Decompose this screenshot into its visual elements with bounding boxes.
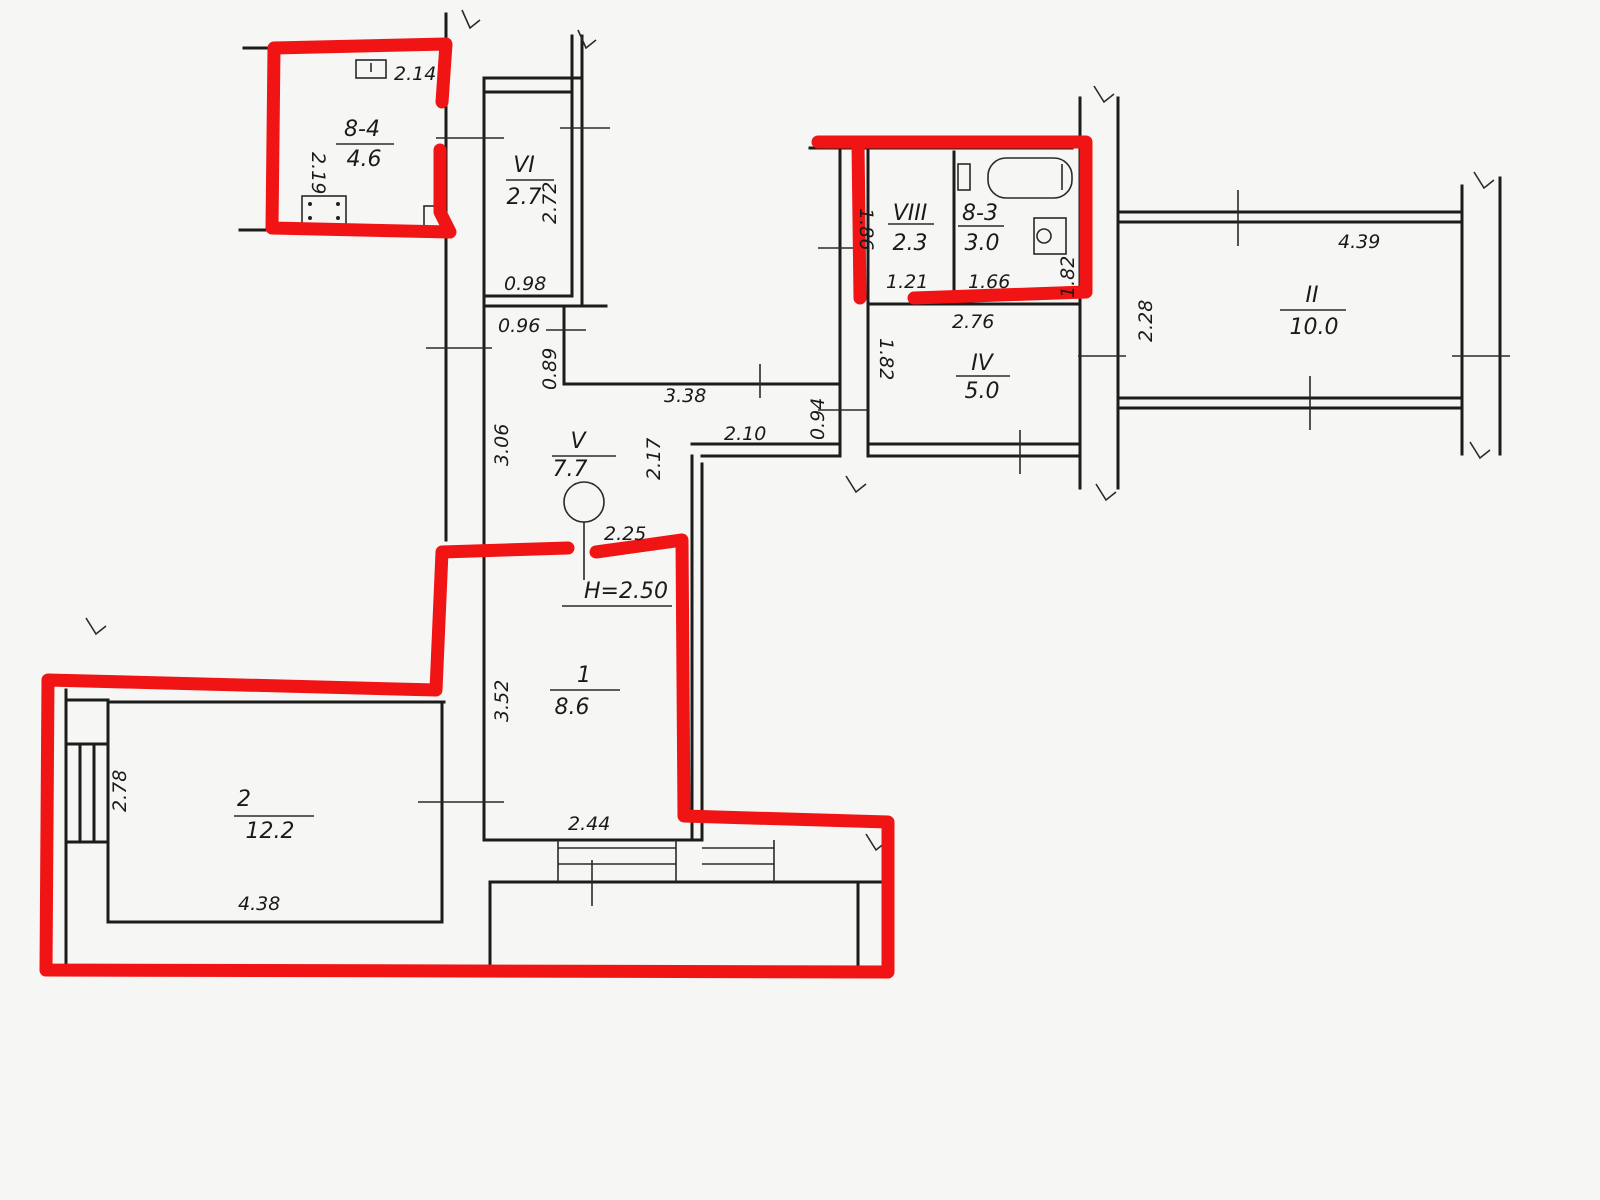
room-area: 3.0 bbox=[965, 231, 1000, 256]
dimension-label: 2.28 bbox=[1135, 300, 1157, 342]
room-2: 2 12.2 bbox=[234, 787, 314, 844]
room-area: 2.7 bbox=[507, 185, 542, 210]
dimension-label: 4.38 bbox=[238, 893, 280, 915]
ceiling-height: H=2.50 bbox=[562, 579, 672, 607]
highlight-wet-block bbox=[811, 135, 1093, 305]
dimension-label: 1.86 bbox=[855, 208, 877, 250]
dimension-label: 3.52 bbox=[491, 680, 513, 722]
room-number: 2 bbox=[237, 787, 251, 812]
dimension-label: 0.96 bbox=[498, 315, 540, 337]
dimension-label: 2.17 bbox=[643, 438, 665, 480]
dimension-label: 0.94 bbox=[807, 398, 829, 440]
dimension-label: 1.21 bbox=[886, 271, 928, 293]
room-number: II bbox=[1306, 283, 1319, 308]
room-number: VI bbox=[513, 153, 535, 178]
dimension-label: 0.98 bbox=[504, 273, 546, 295]
room-area: 10.0 bbox=[1290, 315, 1339, 340]
dimension-label: 2.72 bbox=[539, 182, 561, 224]
dimension-label: 2.78 bbox=[109, 770, 131, 812]
dimension-label: 2.44 bbox=[568, 813, 610, 835]
bathtub-icon bbox=[987, 157, 1073, 199]
room-area: 2.3 bbox=[893, 231, 928, 256]
room-number: VIII bbox=[893, 201, 928, 226]
room-8-3: 8-3 3.0 bbox=[958, 201, 1004, 256]
dimension-label: 2.25 bbox=[604, 523, 646, 545]
room-labels: 8-4 4.6 VI 2.7 VIII 2.3 8-3 3.0 II 10.0 … bbox=[234, 117, 1346, 844]
room-number: 8-4 bbox=[344, 117, 380, 142]
dimension-label: 3.38 bbox=[664, 385, 706, 407]
room-area: 7.7 bbox=[553, 457, 588, 482]
room-area: 4.6 bbox=[347, 147, 382, 172]
room-1: 1 8.6 bbox=[550, 663, 620, 720]
fixtures bbox=[301, 59, 1073, 580]
dimension-label: 2.10 bbox=[724, 423, 766, 445]
room-number: 1 bbox=[577, 663, 591, 688]
highlight-room-8-4 bbox=[265, 37, 457, 239]
sink-icon bbox=[355, 59, 387, 79]
room-II: II 10.0 bbox=[1280, 283, 1346, 340]
dimension-label: 2.14 bbox=[394, 63, 436, 85]
room-area: 12.2 bbox=[246, 819, 295, 844]
dimension-label: 3.06 bbox=[491, 424, 513, 466]
dimension-label: 2.76 bbox=[952, 311, 994, 333]
stove-icon bbox=[301, 195, 347, 227]
room-V: V 7.7 bbox=[552, 429, 616, 482]
openings bbox=[85, 9, 1510, 906]
room-number: V bbox=[570, 429, 587, 454]
highlight-rooms-1-2 bbox=[39, 533, 895, 979]
dimension-label: 2.19 bbox=[307, 152, 329, 194]
dimension-labels: 2.14 2.19 2.72 0.98 0.96 0.89 3.38 3.06 … bbox=[109, 63, 1380, 915]
highlight-outlines bbox=[39, 37, 1093, 979]
column-icon bbox=[563, 481, 605, 523]
room-area: 8.6 bbox=[555, 695, 590, 720]
room-area: 5.0 bbox=[965, 379, 1000, 404]
dimension-label: 0.89 bbox=[539, 348, 561, 390]
room-IV: IV 5.0 bbox=[956, 351, 1010, 404]
room-number: IV bbox=[971, 351, 994, 376]
room-VI: VI 2.7 bbox=[506, 153, 554, 210]
ceiling-height-label: H=2.50 bbox=[584, 579, 668, 604]
dimension-label: 1.82 bbox=[875, 338, 897, 380]
room-8-4: 8-4 4.6 bbox=[336, 117, 394, 172]
toilet-icon bbox=[1033, 217, 1067, 255]
dimension-label: 1.82 bbox=[1057, 256, 1079, 298]
room-number: 8-3 bbox=[962, 201, 998, 226]
dimension-label: 1.66 bbox=[968, 271, 1010, 293]
room-VIII: VIII 2.3 bbox=[888, 201, 934, 256]
dimension-label: 4.39 bbox=[1338, 231, 1380, 253]
